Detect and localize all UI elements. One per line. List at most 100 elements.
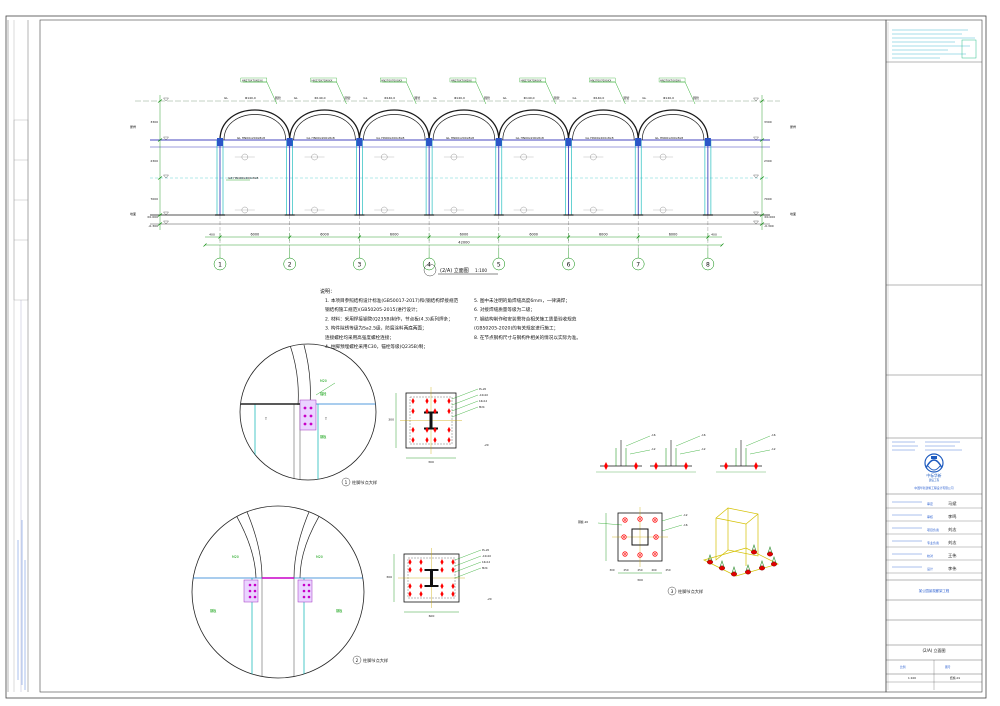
anchor-bolt	[447, 398, 451, 404]
svg-text:钢板: 钢板	[336, 608, 343, 613]
level-tick	[157, 138, 163, 142]
arch-mat: 圆管	[693, 95, 699, 100]
bay-dim: 6000	[390, 233, 399, 237]
note-line: 5. 图中未注明的角焊缝高度6mm，一律满焊；	[474, 297, 570, 304]
callout-leader	[661, 514, 683, 522]
callout-leader	[451, 394, 479, 406]
callout-leader	[451, 406, 479, 418]
arch-size: Φ140,0	[663, 96, 674, 100]
iso-stiffener	[719, 560, 725, 568]
detail-2-caption: 柱脚节点大样	[363, 657, 388, 664]
arch-elevation: HN270X70X0XX GL Φ140,0 圆管 GL HN00x200x8x8 HN2…	[130, 77, 796, 271]
anchor-bolt	[411, 437, 415, 443]
level-marker	[163, 174, 169, 179]
mid-member-label: GL HN00x200x8x8	[655, 136, 683, 140]
detail-2-circle: M20 M20 钢板 钢板 2 柱脚节点大样	[191, 505, 388, 679]
plate-dim-text: -20	[484, 443, 489, 447]
arch-size: Φ140,0	[593, 96, 604, 100]
arch-leader	[242, 81, 278, 105]
anchor-bolt	[684, 462, 688, 470]
callout-text: PL-20	[479, 387, 487, 391]
arch-outer	[498, 109, 570, 141]
arch-tag-box	[519, 77, 546, 83]
plate-dim-text: -20	[487, 597, 492, 601]
note-line: 4. 柱脚预埋螺栓采用C30，锚栓等级(Q235B)制；	[325, 343, 428, 350]
arch-label: GL	[224, 96, 228, 100]
anchor-bolt	[307, 589, 311, 593]
iso-stiffener	[771, 556, 777, 564]
sheet-no-label: 图号	[945, 665, 951, 669]
bay-dim: 6000	[529, 233, 538, 237]
detail-1-number: 1	[345, 480, 348, 485]
dim-tick	[720, 243, 724, 247]
axis-label: 3	[357, 262, 361, 269]
arch-outer	[428, 109, 500, 141]
anchor-bolt	[408, 566, 412, 573]
anchor-bolt	[307, 583, 311, 587]
iso-column-top	[715, 513, 759, 525]
anchor-bolt	[654, 462, 658, 470]
callout-text: -16	[701, 433, 706, 437]
anchor-bolt	[419, 559, 423, 565]
svg-text:M20: M20	[316, 555, 323, 559]
column-flange	[424, 585, 439, 587]
column-cap	[704, 138, 711, 146]
level-marker	[753, 211, 759, 216]
anchor-bolt	[440, 566, 444, 573]
column-section	[429, 411, 433, 430]
arch-leader	[521, 81, 556, 105]
axis-label: 8	[706, 262, 710, 269]
iso-anchor-bolt	[767, 551, 774, 557]
iso-stiffener	[731, 566, 737, 574]
mid-member-label: GL HN00x200x8x8	[585, 136, 613, 140]
arch-tag-text: HN270X70X0XX	[451, 78, 472, 82]
anchor-bolt	[440, 583, 444, 590]
bay-dim: 6000	[460, 233, 469, 237]
notes-right-column: 5. 图中未注明的角焊缝高度6mm，一律满焊；6. 对接焊缝质量等级为二级；7.…	[474, 297, 581, 341]
plate3-total-dim: 300	[637, 578, 643, 582]
sheet-border	[5, 15, 987, 699]
callout-text: -12	[701, 447, 706, 451]
elevation-caption-marker	[423, 263, 437, 277]
arch-mat: 圆管	[484, 95, 490, 100]
level-tick	[759, 213, 765, 217]
anchor-bolt	[408, 559, 412, 565]
signature-role: 审核	[927, 514, 933, 519]
anchor-bolt	[419, 583, 423, 590]
anchor-bolt	[425, 398, 429, 404]
arch-size: Φ140,0	[315, 96, 326, 100]
anchor-bolt-core	[654, 519, 656, 521]
design-notes: 说明： 1. 本项目参照结构设计标准(GB50017-2017)和(钢结构焊接规…	[320, 288, 581, 350]
arch-outer	[219, 109, 291, 141]
arch-label: GL	[642, 96, 646, 100]
level-marker	[163, 220, 169, 225]
signature-text: 刘志	[948, 539, 956, 545]
arch-mat: 圆管	[554, 95, 560, 100]
column-flange	[424, 427, 438, 430]
callout-text: -12	[771, 447, 776, 451]
ridge-label-left: 屋脊	[130, 124, 136, 129]
callout-text: -16	[651, 433, 656, 437]
column-cap	[495, 138, 502, 146]
column-cap	[635, 138, 642, 146]
arch-tag-text: HN270X70X0XX	[590, 78, 611, 82]
anchor-bolt	[411, 398, 415, 404]
arch-tag-box	[380, 77, 407, 83]
level-text: -0.300	[764, 224, 774, 228]
callout-leader	[454, 567, 482, 579]
anchor-bolt	[419, 591, 423, 597]
callout-leader	[629, 449, 651, 455]
arch-tag-text: HN270X70X0XX	[381, 78, 402, 82]
arch-tag-text: HN270X70X0XX	[521, 78, 542, 82]
arch-inner	[363, 114, 426, 141]
anchor-bolt	[248, 589, 252, 593]
iso-stiffener	[767, 546, 773, 554]
callout-leader	[451, 400, 479, 412]
column-box	[631, 528, 649, 546]
anchor-bolt	[302, 589, 306, 593]
iso-anchor-bolt	[707, 559, 714, 565]
callout-text: M24	[482, 566, 488, 570]
bay-dim: 6000	[251, 233, 260, 237]
